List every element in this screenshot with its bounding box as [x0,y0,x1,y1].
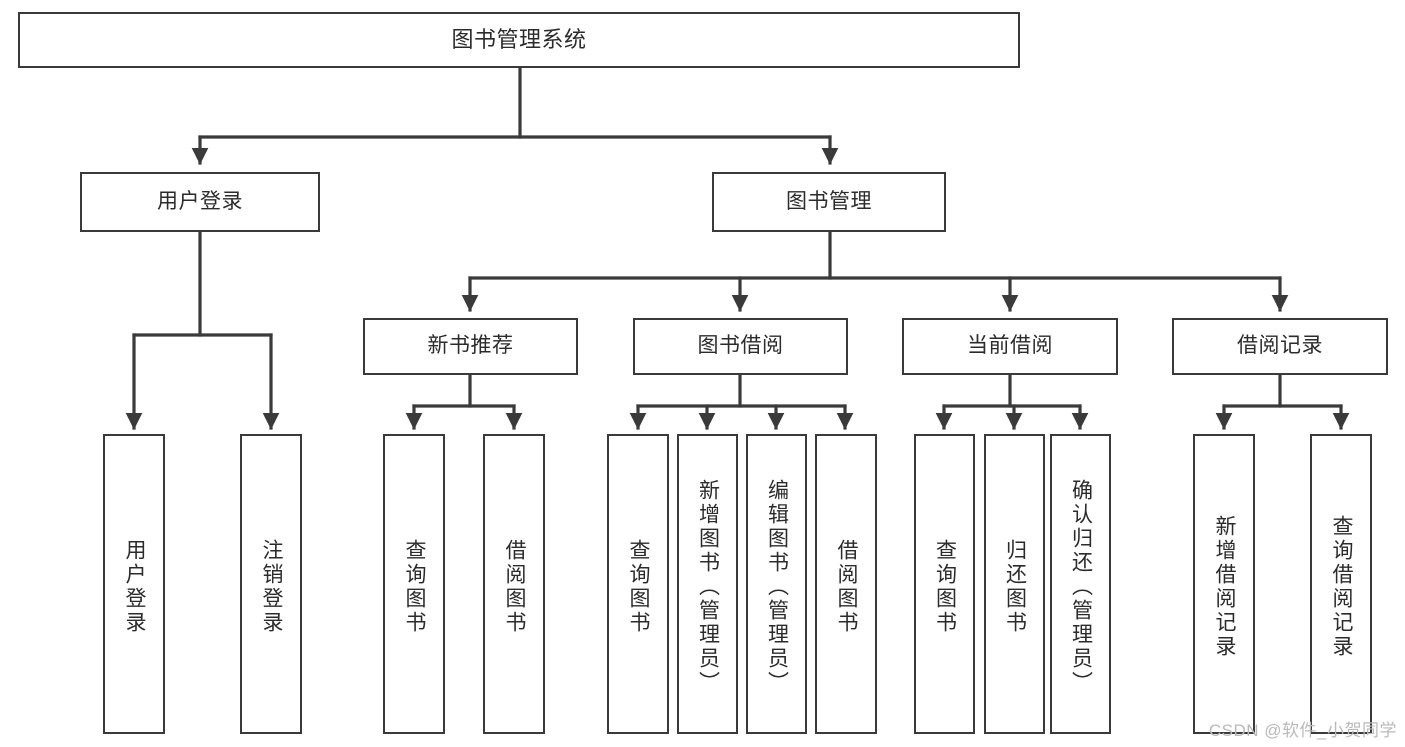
node-leaf-add-record[interactable]: 新增借阅记录 [1193,434,1255,734]
node-label: 查询图书 [627,539,651,635]
node-leaf-return-book[interactable]: 归还图书 [984,434,1045,734]
node-label: 借阅图书 [835,539,859,635]
node-leaf-borrow-book-2[interactable]: 借阅图书 [815,434,877,734]
node-label: 图书管理 [786,189,872,213]
node-current-borrow[interactable]: 当前借阅 [902,318,1118,375]
node-label: 归还图书 [1003,539,1027,635]
node-leaf-query-book-1[interactable]: 查询图书 [383,434,445,734]
node-label: 图书管理系统 [451,27,587,53]
node-leaf-query-book-2[interactable]: 查询图书 [607,434,669,734]
node-label: 新增借阅记录 [1213,515,1237,659]
node-leaf-edit-book[interactable]: 编辑图书（管理员） [746,434,807,734]
watermark: CSDN @软件_小贺同学 [1208,721,1397,740]
node-label: 查询借阅记录 [1330,515,1354,659]
node-label: 注销登录 [260,539,284,635]
node-leaf-user-login[interactable]: 用户登录 [103,434,165,734]
node-book-borrow[interactable]: 图书借阅 [633,318,848,375]
node-user-login[interactable]: 用户登录 [80,172,320,232]
node-label: 确认归还（管理员） [1069,479,1093,695]
node-leaf-borrow-book-1[interactable]: 借阅图书 [483,434,545,734]
node-label: 图书借阅 [697,334,784,358]
node-leaf-query-book-3[interactable]: 查询图书 [914,434,975,734]
node-label: 编辑图书（管理员） [765,479,789,695]
node-label: 当前借阅 [967,334,1053,358]
node-label: 用户登录 [157,189,243,213]
node-label: 查询图书 [403,539,427,635]
node-label: 新书推荐 [427,334,514,358]
node-book-manage[interactable]: 图书管理 [712,172,946,232]
node-label: 用户登录 [123,539,147,635]
node-label: 借阅图书 [503,539,527,635]
node-borrow-record[interactable]: 借阅记录 [1172,318,1388,375]
node-label: 新增图书（管理员） [696,479,720,695]
node-root-system[interactable]: 图书管理系统 [18,12,1020,68]
node-leaf-query-record[interactable]: 查询借阅记录 [1310,434,1372,734]
node-leaf-logout[interactable]: 注销登录 [240,434,302,734]
node-leaf-add-book[interactable]: 新增图书（管理员） [677,434,738,734]
node-new-book-recommend[interactable]: 新书推荐 [363,318,578,375]
node-label: 借阅记录 [1237,334,1323,358]
node-label: 查询图书 [933,539,957,635]
node-leaf-confirm-return[interactable]: 确认归还（管理员） [1050,434,1111,734]
